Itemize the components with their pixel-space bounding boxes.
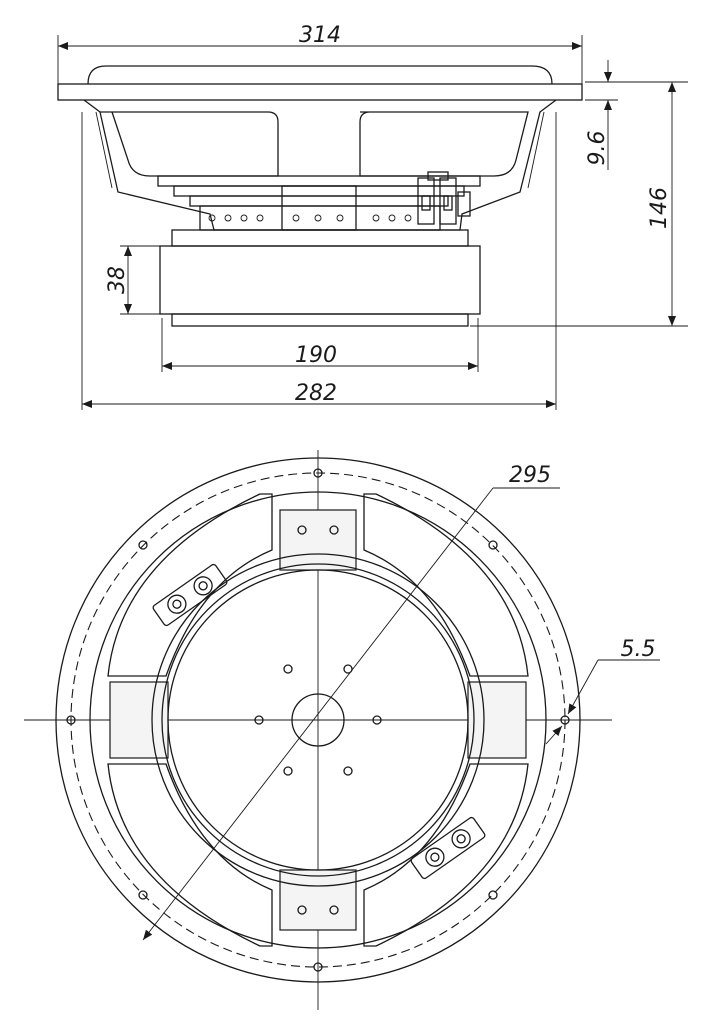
- mount-holes: [66, 468, 570, 972]
- dim-mount-hole: 5.5: [621, 637, 656, 662]
- dim-magnet-diameter: 190: [295, 343, 337, 368]
- terminal-side: [417, 171, 471, 225]
- terminal-top-left: [152, 563, 228, 627]
- dim-bolt-circle: 295: [509, 463, 551, 488]
- dim-total-depth: 146: [647, 187, 672, 229]
- terminal-bottom-right: [410, 816, 486, 880]
- front-view: 295 5.5: [24, 450, 660, 1010]
- magnet-body: [159, 245, 481, 315]
- dim-magnet-height: 38: [105, 266, 130, 294]
- dim-flange-thickness: 9.6: [585, 131, 610, 166]
- side-view: 314 9.6 146 38 190 282: [57, 23, 688, 410]
- dim-overall-width: 314: [299, 23, 341, 48]
- dim-basket-width: 282: [295, 381, 337, 406]
